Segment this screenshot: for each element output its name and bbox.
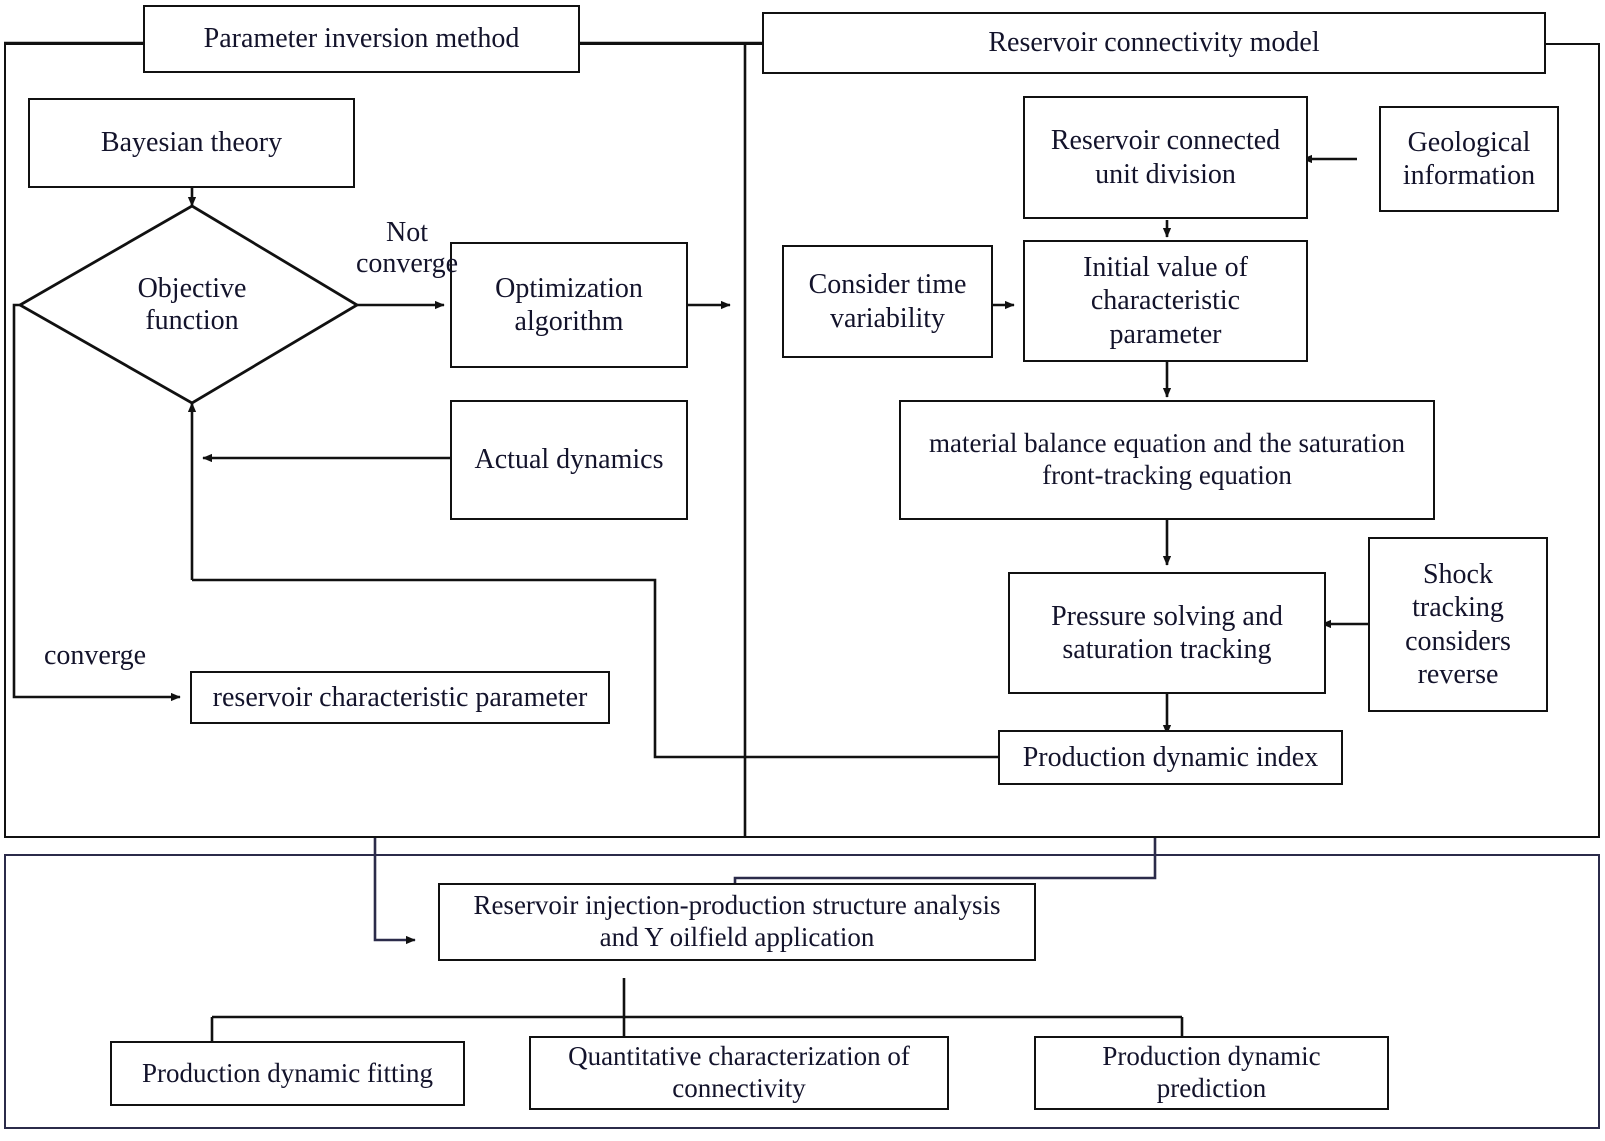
node-material-balance-equation[interactable]: material balance equation and the satura… [899,400,1435,520]
node-consider-time-variability[interactable]: Consider time variability [782,245,993,358]
node-production-dynamic-prediction[interactable]: Production dynamic prediction [1034,1036,1389,1110]
node-reservoir-connectivity-model[interactable]: Reservoir connectivity model [762,12,1546,74]
application-panel [4,854,1600,1129]
node-actual-dynamics[interactable]: Actual dynamics [450,400,688,520]
node-production-dynamic-fitting[interactable]: Production dynamic fitting [110,1041,465,1106]
node-objective-function[interactable]: Objective function [137,272,247,336]
objective-function-diamond [17,204,360,405]
node-shock-tracking-considers-reverse[interactable]: Shock tracking considers reverse [1368,537,1548,712]
node-reservoir-injection-production-application[interactable]: Reservoir injection-production structure… [438,883,1036,961]
edge-label-converge: converge [44,640,147,671]
node-optimization-algorithm[interactable]: Optimization algorithm [450,242,688,368]
node-bayesian-theory[interactable]: Bayesian theory [28,98,355,188]
node-reservoir-characteristic-parameter[interactable]: reservoir characteristic parameter [190,671,610,724]
node-reservoir-connected-unit-division[interactable]: Reservoir connected unit division [1023,96,1308,219]
wire-objective-converge-to-param [12,303,181,702]
edge-label-not-converge: Not converge [355,217,459,279]
wire-inversion-to-application [373,838,416,945]
node-production-dynamic-index[interactable]: Production dynamic index [998,730,1343,785]
wire-prodindex-feedback [192,578,1022,759]
node-parameter-inversion-method[interactable]: Parameter inversion method [143,5,580,73]
node-geological-information[interactable]: Geological information [1379,106,1559,212]
node-initial-value-characteristic-parameter[interactable]: Initial value of characteristic paramete… [1023,240,1308,362]
node-quantitative-characterization-connectivity[interactable]: Quantitative characterization of connect… [529,1036,949,1110]
node-pressure-solving-saturation-tracking[interactable]: Pressure solving and saturation tracking [1008,572,1326,694]
